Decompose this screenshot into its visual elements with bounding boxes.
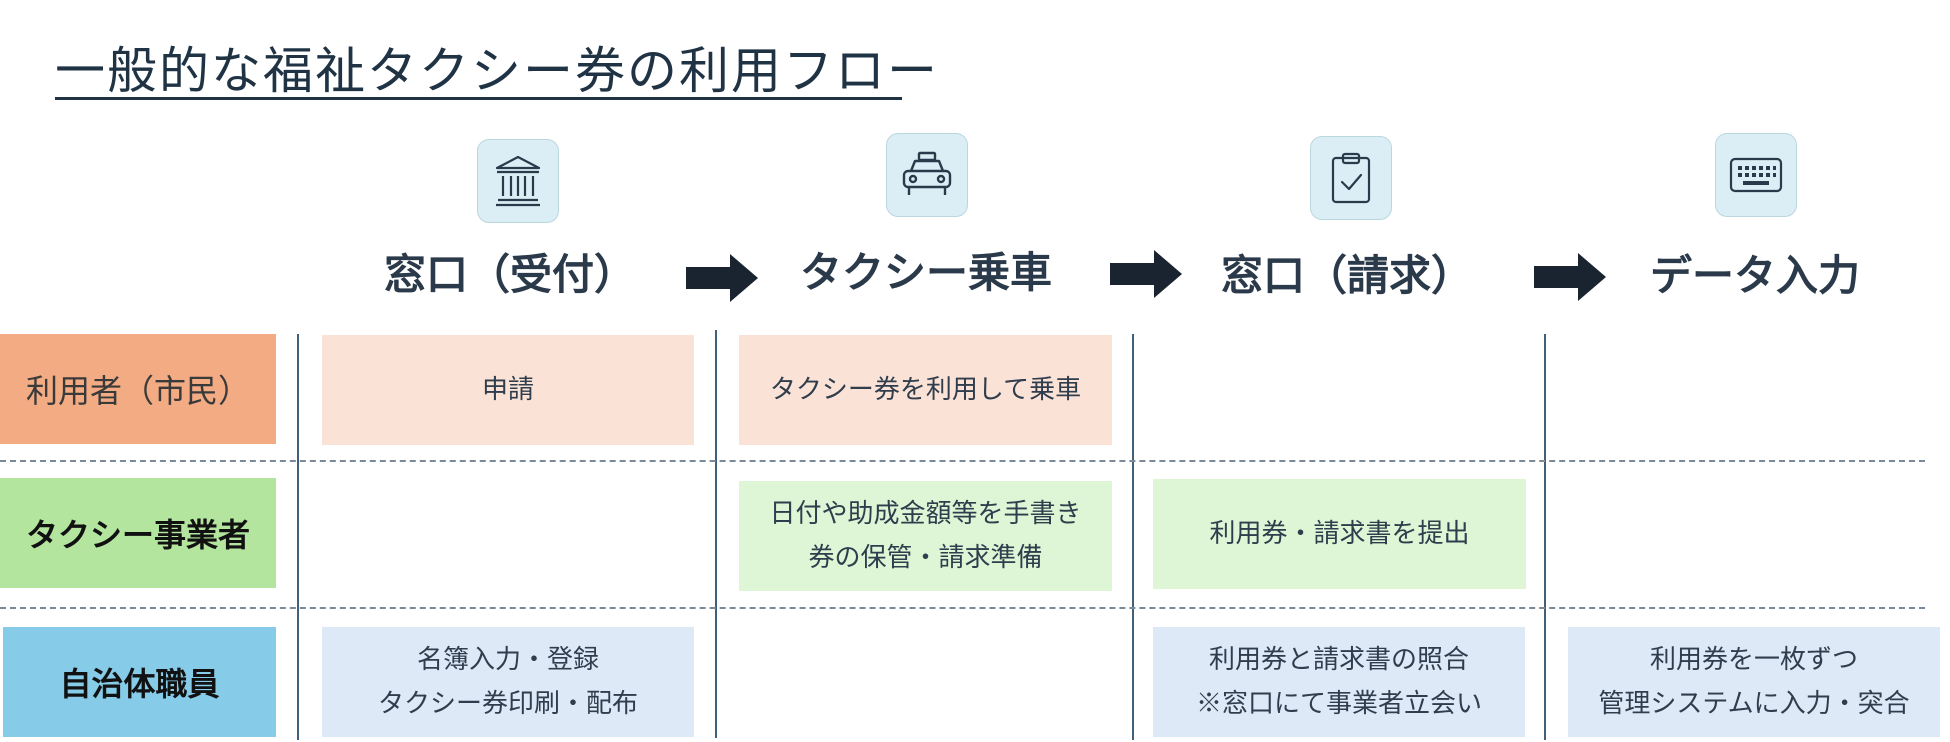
step-icon-reception: [477, 139, 559, 223]
column-divider: [1544, 334, 1546, 740]
cell-text-line: 券の保管・請求準備: [808, 543, 1043, 573]
cell-text-line: ※窓口にて事業者立会い: [1195, 689, 1482, 719]
cell-text-line: 利用券を一枚ずつ: [1649, 645, 1858, 675]
flow-arrow-3: [1534, 253, 1606, 301]
cell-text: 利用券・請求書を提出: [1209, 519, 1470, 549]
step-label-reception: 窓口（受付）: [383, 250, 636, 299]
title-underline: [55, 97, 902, 100]
cell-taxi-ride: 日付や助成金額等を手書き 券の保管・請求準備: [739, 481, 1112, 591]
cell-taxi-claim: 利用券・請求書を提出: [1153, 479, 1526, 589]
keyboard-icon: [1729, 157, 1783, 193]
row-label-citizen: 利用者（市民）: [0, 334, 276, 444]
page-title: 一般的な福祉タクシー券の利用フロー: [55, 42, 939, 100]
cell-text-line: 利用券と請求書の照合: [1208, 645, 1469, 675]
step-label-ride: タクシー乗車: [799, 248, 1052, 297]
cell-staff-data: 利用券を一枚ずつ 管理システムに入力・突合: [1568, 627, 1940, 737]
column-divider: [715, 330, 717, 738]
column-divider: [1132, 334, 1134, 740]
cell-text-line: タクシー券印刷・配布: [377, 689, 638, 719]
cell-citizen-ride: タクシー券を利用して乗車: [739, 335, 1112, 445]
step-icon-ride: [886, 133, 968, 217]
step-icon-claim: [1310, 136, 1392, 220]
bank-icon: [495, 155, 541, 207]
cell-staff-claim: 利用券と請求書の照合 ※窓口にて事業者立会い: [1153, 627, 1525, 737]
step-icon-data: [1715, 133, 1797, 217]
flow-arrow-1: [686, 254, 758, 302]
cell-staff-reception: 名簿入力・登録 タクシー券印刷・配布: [322, 627, 694, 737]
flow-arrow-2: [1110, 250, 1182, 298]
row-label-municipal-staff: 自治体職員: [3, 627, 276, 737]
row-divider: [0, 460, 1925, 462]
cell-text: 申請: [481, 375, 534, 405]
row-label-taxi-operator: タクシー事業者: [0, 478, 276, 588]
step-label-claim: 窓口（請求）: [1220, 251, 1473, 300]
cell-citizen-reception: 申請: [322, 335, 694, 445]
clipboard-check-icon: [1331, 152, 1371, 204]
step-label-data: データ入力: [1649, 251, 1860, 300]
cell-text-line: 管理システムに入力・突合: [1598, 689, 1910, 719]
taxi-icon: [902, 151, 952, 195]
cell-text-line: 日付や助成金額等を手書き: [769, 499, 1082, 529]
row-divider: [0, 607, 1925, 609]
column-divider: [297, 334, 299, 740]
cell-text: タクシー券を利用して乗車: [769, 375, 1082, 405]
cell-text-line: 名簿入力・登録: [416, 645, 599, 675]
